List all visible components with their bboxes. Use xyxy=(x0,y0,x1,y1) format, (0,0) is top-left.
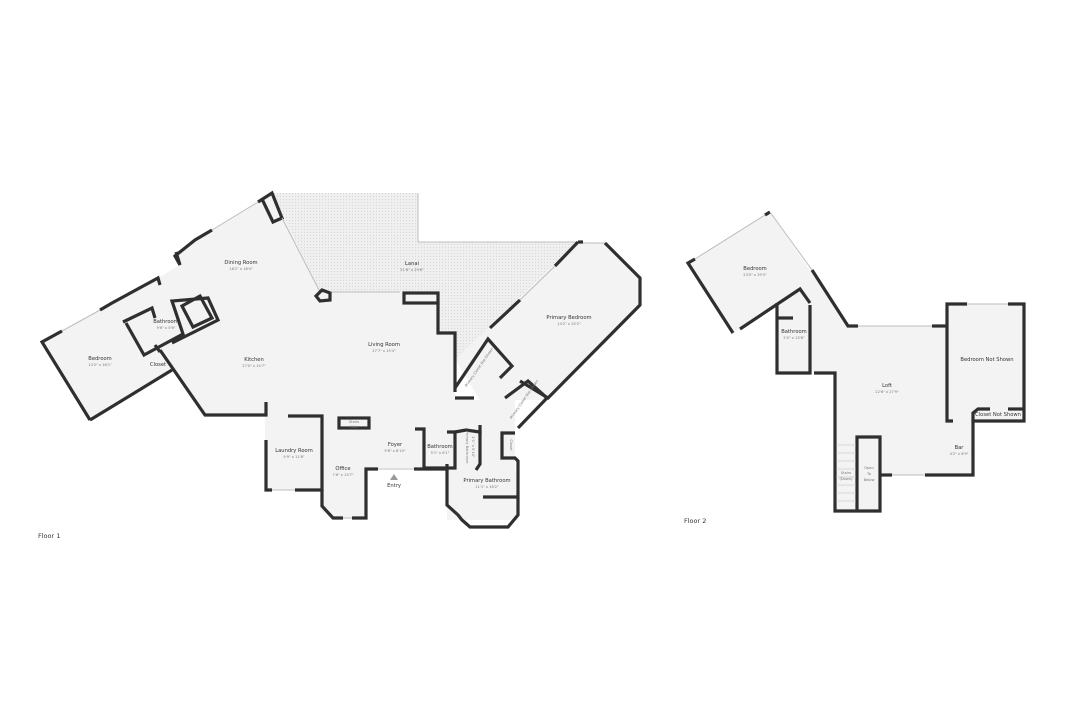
room-dims: 2'1" x 5'10" xyxy=(471,436,475,457)
window xyxy=(61,309,101,332)
room-name: Loft xyxy=(882,383,892,389)
entry-arrow-icon xyxy=(390,474,398,480)
wall xyxy=(172,228,213,266)
wall xyxy=(945,302,967,423)
wall xyxy=(488,298,522,330)
room-dims: 4'2" x 8'9" xyxy=(950,452,969,456)
window xyxy=(211,201,259,231)
room-dims: 9'6" x 5'6" xyxy=(157,326,176,330)
room-name: Dining Room xyxy=(224,260,257,266)
room-dims: 7'6" x 13'7" xyxy=(332,473,353,477)
room-dims: 11'1" x 16'2" xyxy=(475,485,499,489)
room-name: Bathroom xyxy=(153,319,178,325)
laundry-wall xyxy=(264,440,272,492)
room-name: Primary Bathroom xyxy=(465,431,469,464)
room-dims: 27'7" x 15'4" xyxy=(372,349,396,353)
room-name: Bathroom xyxy=(427,444,452,450)
primary-closet-wall xyxy=(453,336,515,389)
floor-1-label: Floor 1 xyxy=(38,532,60,540)
room-name: Open xyxy=(864,466,874,470)
primary-bath-wall xyxy=(445,431,520,529)
room-name: Bar xyxy=(955,445,965,451)
primary-bedroom-area xyxy=(455,242,640,400)
wall xyxy=(685,257,735,334)
wall xyxy=(814,371,882,513)
floor-2-label: Floor 2 xyxy=(684,517,706,525)
wall xyxy=(971,407,990,421)
room-name: Entry xyxy=(387,483,401,489)
room-name: Bathroom xyxy=(781,329,806,335)
fireplace xyxy=(402,291,440,305)
wall xyxy=(553,240,580,268)
window xyxy=(769,211,813,271)
room-dims: 5'1" x 6'1" xyxy=(431,451,450,455)
room-dims: 13'2" x 16'1" xyxy=(88,363,112,367)
room-dims: 5'0" x 13'8" xyxy=(783,336,804,340)
wall xyxy=(158,349,268,417)
floor-1-interior xyxy=(42,193,518,520)
wall xyxy=(39,329,92,421)
room-name: Laundry Room xyxy=(275,448,313,454)
room-dims: 23'0" x 29'3" xyxy=(743,273,767,277)
room-dims: 27'0" x 14'7" xyxy=(242,364,266,368)
laundry-wall xyxy=(288,414,324,492)
office-wall xyxy=(352,467,378,520)
room-name: Bedroom xyxy=(88,356,111,362)
room-name: Foyer xyxy=(388,442,403,448)
floor-2-plan xyxy=(685,210,1026,513)
room-name: Stairs xyxy=(349,420,359,424)
room-name: Bedroom Not Shown xyxy=(960,357,1013,363)
office-wall xyxy=(320,490,343,520)
room-sub: (Down) xyxy=(840,477,854,481)
room-name: Lanai xyxy=(405,261,419,267)
lanai-area xyxy=(272,193,578,360)
wall xyxy=(810,269,858,328)
wall xyxy=(124,296,221,358)
wall xyxy=(739,286,812,331)
room-dims: 9'8" x 6'10" xyxy=(384,449,405,453)
room-name: Bedroom xyxy=(743,266,766,272)
room-dims: 9'9" x 11'8" xyxy=(283,455,304,459)
window xyxy=(694,214,766,260)
lanai-edge xyxy=(417,193,578,243)
room-name: Primary Bedroom xyxy=(546,315,591,321)
wall xyxy=(99,275,162,312)
room-dims: 14'2" x 25'2" xyxy=(557,322,581,326)
wall xyxy=(764,210,771,217)
room-sub: (Up) xyxy=(350,425,358,429)
wall xyxy=(122,305,157,324)
room-name: Living Room xyxy=(368,342,400,348)
room-name: Closet xyxy=(509,439,513,451)
room-name: Primary Bathroom xyxy=(463,478,510,484)
room-name: Closet xyxy=(150,362,166,368)
room-name: Closet Not Shown xyxy=(975,412,1021,418)
stairs-treads xyxy=(836,444,856,502)
floor-2-interior xyxy=(688,212,1024,511)
wall xyxy=(925,302,1026,477)
room-name: Office xyxy=(335,466,350,472)
window xyxy=(519,265,556,301)
room-name: Stairs xyxy=(841,471,851,475)
primary-closet-wall xyxy=(504,378,550,430)
bathroom-wall xyxy=(415,427,457,470)
room-dims: 22'6" x 27'9" xyxy=(875,390,899,394)
room-dims: 51'6" x 29'6" xyxy=(400,268,424,272)
room-name: Kitchen xyxy=(244,357,264,363)
floor-1-plan xyxy=(39,190,642,529)
room-dims: 18'2" x 18'4" xyxy=(229,267,253,271)
stair-block xyxy=(179,293,215,330)
room-sub: Below xyxy=(864,478,875,482)
stairs-up-block xyxy=(337,416,371,430)
wall xyxy=(89,368,173,422)
bathroom-wall xyxy=(775,303,812,375)
wall xyxy=(436,303,457,392)
room-sub: To xyxy=(866,472,871,476)
column xyxy=(313,288,332,303)
